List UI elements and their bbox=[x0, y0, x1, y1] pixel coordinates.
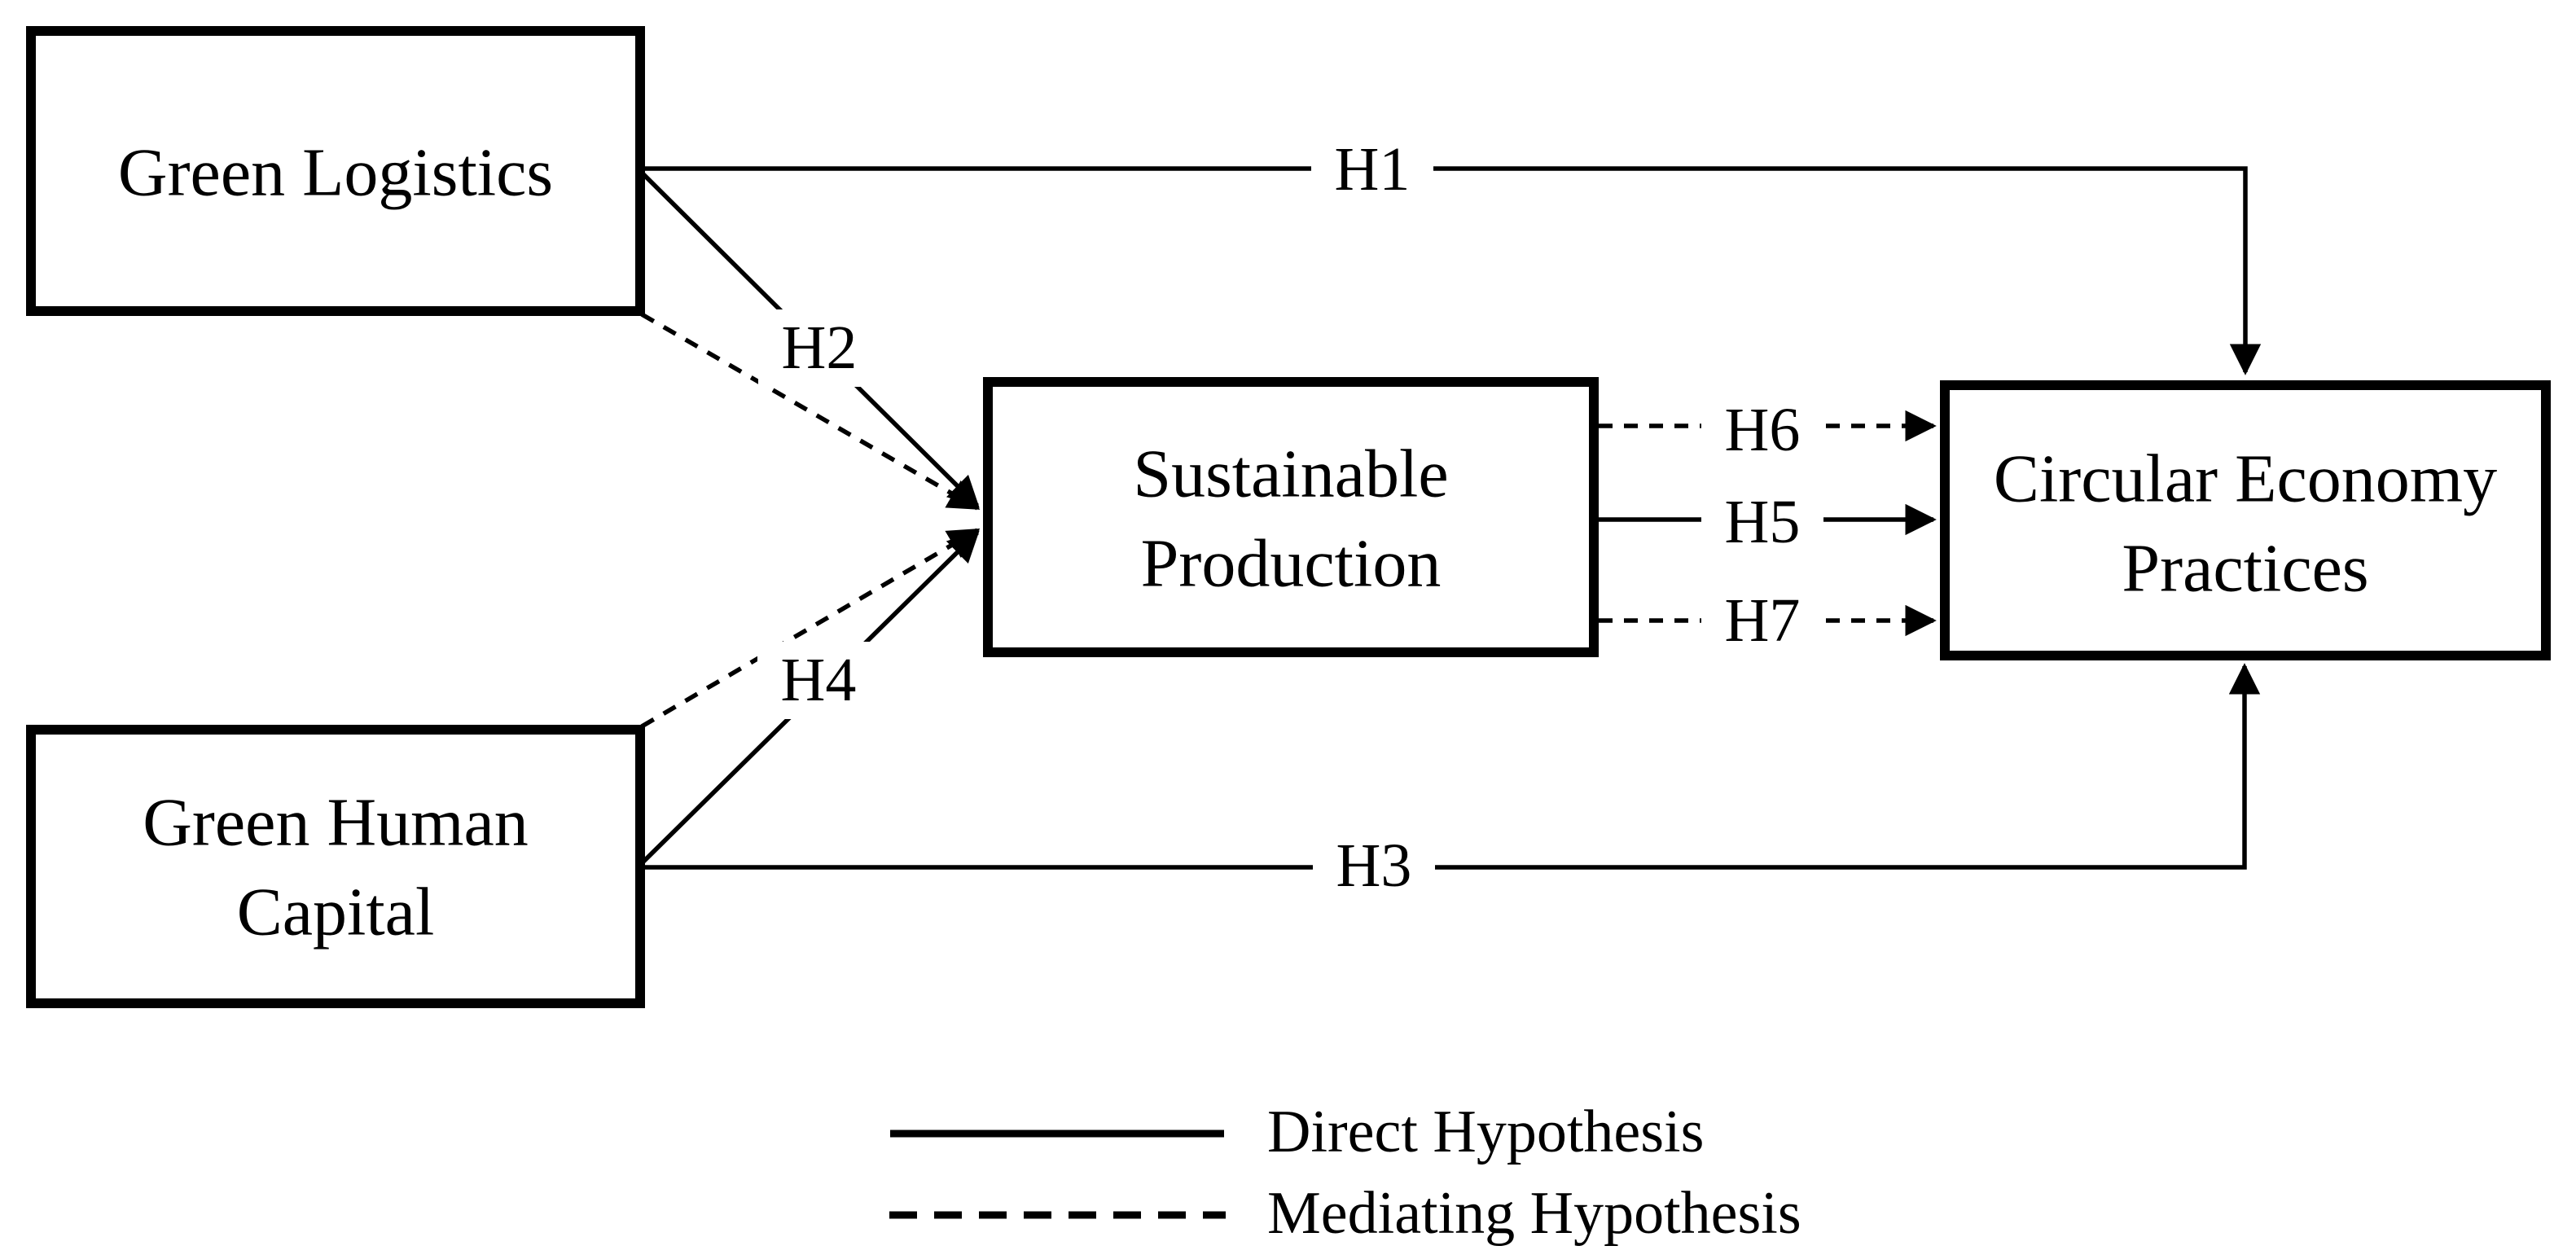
label-h6: H6 bbox=[1701, 392, 1823, 469]
label-h1: H1 bbox=[1311, 130, 1433, 208]
label-h3-text: H3 bbox=[1336, 831, 1412, 900]
hypothesis-labels: H1 H2 H4 H3 H6 H5 bbox=[757, 130, 1823, 905]
edge-h1-green-logistics-to-cep bbox=[640, 166, 2262, 375]
label-h3: H3 bbox=[1313, 827, 1435, 905]
label-h4-text: H4 bbox=[781, 646, 857, 714]
legend: Direct Hypothesis Mediating Hypothesis bbox=[889, 1099, 1801, 1247]
legend-mediating-hypothesis-label: Mediating Hypothesis bbox=[1267, 1180, 1801, 1247]
label-h4: H4 bbox=[757, 642, 880, 719]
box-circular-economy-practices-label-line2: Practices bbox=[2122, 531, 2368, 607]
label-h7: H7 bbox=[1701, 582, 1823, 660]
box-green-logistics-rect bbox=[26, 26, 645, 316]
edge-h3-green-human-capital-to-cep bbox=[640, 663, 2261, 870]
box-green-human-capital: Green Human Capital bbox=[26, 725, 645, 1008]
box-sustainable-production-rect bbox=[983, 377, 1599, 657]
box-green-logistics: Green Logistics bbox=[26, 26, 645, 316]
label-h5-text: H5 bbox=[1725, 488, 1801, 556]
box-circular-economy-practices-label-line1: Circular Economy bbox=[1994, 441, 2497, 517]
label-h4-chip bbox=[757, 642, 880, 719]
box-green-logistics-label: Green Logistics bbox=[118, 135, 553, 211]
box-sustainable-production-label-line1: Sustainable bbox=[1133, 436, 1448, 512]
legend-direct-hypothesis-label: Direct Hypothesis bbox=[1267, 1099, 1704, 1165]
label-h5: H5 bbox=[1701, 484, 1823, 561]
label-h6-chip bbox=[1701, 392, 1823, 469]
label-h2-text: H2 bbox=[782, 314, 858, 382]
box-circular-economy-practices: Circular Economy Practices bbox=[1940, 380, 2551, 660]
label-h2-chip bbox=[758, 309, 880, 387]
label-h7-chip bbox=[1701, 582, 1823, 660]
box-green-human-capital-label-line2: Capital bbox=[237, 875, 435, 950]
box-green-human-capital-label-line1: Green Human bbox=[143, 785, 528, 861]
box-green-human-capital-rect bbox=[26, 725, 645, 1008]
label-h2: H2 bbox=[758, 309, 880, 387]
label-h7-text: H7 bbox=[1725, 586, 1801, 655]
label-h1-chip bbox=[1311, 130, 1433, 208]
label-h6-text: H6 bbox=[1725, 396, 1801, 464]
label-h5-chip bbox=[1701, 484, 1823, 561]
label-h3-chip bbox=[1313, 827, 1435, 905]
label-h1-text: H1 bbox=[1335, 135, 1411, 204]
box-circular-economy-practices-rect bbox=[1940, 380, 2551, 660]
box-sustainable-production: Sustainable Production bbox=[983, 377, 1599, 657]
box-sustainable-production-label-line2: Production bbox=[1141, 526, 1442, 602]
boxes: Green Logistics Green Human Capital Sust… bbox=[26, 26, 2551, 1008]
